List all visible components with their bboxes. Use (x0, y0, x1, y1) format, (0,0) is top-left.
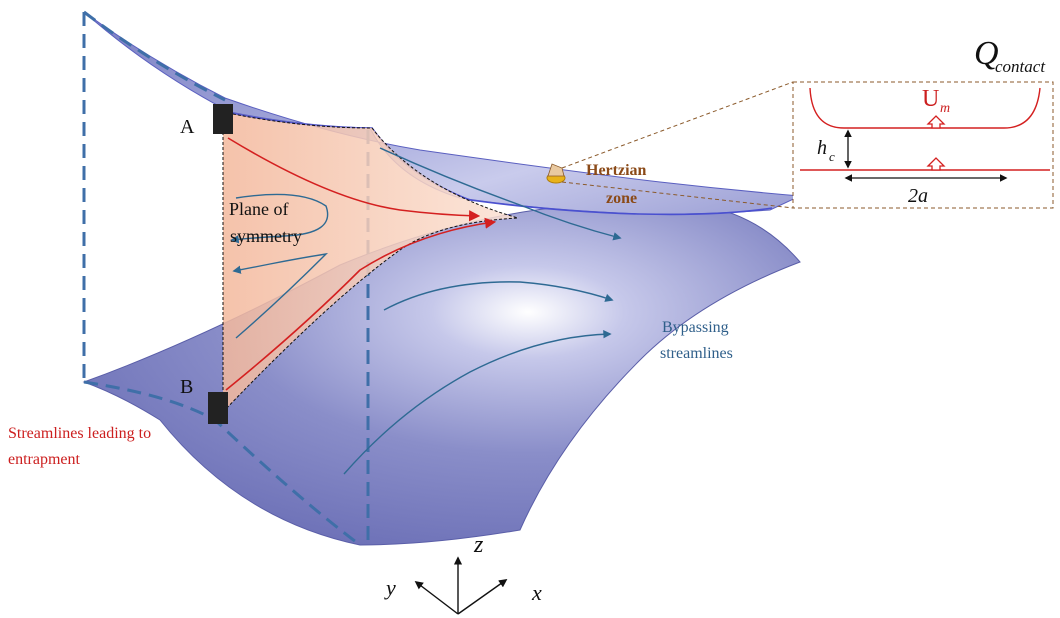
point-a-label: A (180, 116, 195, 138)
blue-return-streamline-2 (232, 252, 329, 339)
blue-return-streamline-1 (230, 193, 329, 244)
coordinate-axes: z x y (384, 532, 542, 615)
x-axis (457, 579, 508, 615)
inset-width-label: 2a (908, 185, 928, 207)
inset-title-q: Q (974, 35, 999, 72)
bypass-streamline-3 (343, 329, 612, 475)
point-a-marker (213, 104, 233, 134)
inset-velocity-arrow-lower (926, 157, 946, 171)
zoom-line-top (561, 81, 794, 169)
inset-velocity-label: U (922, 86, 939, 112)
z-axis-label: z (473, 532, 484, 558)
hertzian-zone-label-line2: zone (606, 190, 637, 207)
plane-of-symmetry-label-line1: Plane of (229, 199, 288, 219)
point-b-label: B (180, 376, 193, 398)
hertzian-zone-label-line1: Hertzian (586, 162, 647, 179)
inset-velocity-arrow-upper (926, 115, 946, 129)
inset-title-sub: contact (995, 57, 1046, 76)
wedge-bottom-boundary (222, 217, 519, 413)
inset-gap-sub: c (829, 149, 835, 164)
red-streamline-lower (225, 217, 497, 391)
y-axis-label: y (384, 575, 396, 600)
inset-velocity-sub: m (940, 101, 950, 116)
entrapment-streamlines-label-line2: entrapment (8, 451, 81, 468)
x-axis-label: x (531, 580, 542, 605)
wedge-top-boundary (222, 111, 519, 219)
inset-gap-label: h (817, 137, 827, 159)
upper-surface-edge (224, 111, 773, 216)
entrapment-streamlines-label-line1: Streamlines leading to (8, 425, 151, 442)
lower-surface (82, 202, 801, 546)
upper-surface (83, 11, 802, 215)
red-streamline-upper (227, 137, 481, 222)
bypass-streamline-2 (383, 281, 614, 311)
plane-of-symmetry-label-line2: symmetry (230, 226, 302, 246)
inset-upper-profile (809, 87, 1041, 129)
bypassing-streamlines-label-line2: streamlines (660, 345, 733, 362)
point-b-marker (208, 392, 228, 424)
zoom-line-bottom (561, 181, 794, 209)
bypassing-streamlines-label-line1: Bypassing (662, 319, 729, 336)
entrapment-wedge (223, 112, 518, 412)
bypass-streamline-1 (379, 147, 622, 241)
hertzian-contact-cap (547, 163, 565, 177)
contact-inset-box (792, 81, 1054, 209)
y-axis (414, 580, 459, 615)
